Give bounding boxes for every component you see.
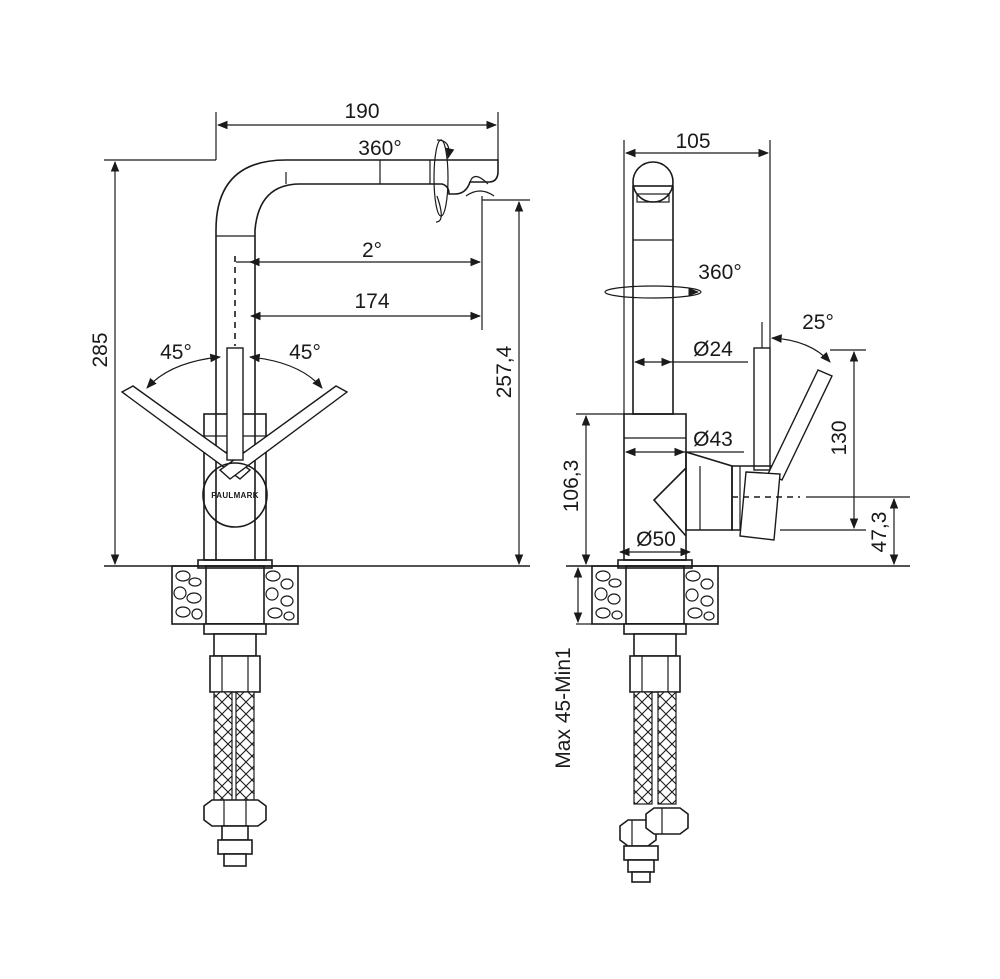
dim-body-height-label: 106,3	[560, 460, 583, 513]
front-countertop-section	[171, 565, 299, 625]
dim-body-diameter: Ø43	[624, 428, 744, 457]
dim-tube-diameter-label: Ø24	[693, 338, 733, 361]
dim-width-190: 190	[215, 100, 499, 160]
dim-depth-105-label: 105	[675, 130, 710, 153]
dim-spout-rotation-label: 360°	[358, 137, 401, 160]
front-handle-left	[120, 385, 252, 480]
front-spout	[215, 159, 499, 560]
dim-body-rotation-label: 360°	[698, 261, 741, 284]
dim-handle-right-45: 45°	[248, 341, 323, 389]
front-mount-nut	[203, 623, 267, 635]
dim-height-257: 257,4	[482, 199, 530, 566]
dim-countertop-thickness: Max 45-Min1	[552, 566, 592, 769]
side-lever	[753, 347, 771, 471]
dim-lever-length-label: 130	[828, 420, 851, 455]
dim-width-190-label: 190	[344, 100, 379, 123]
dim-countertop-thickness-label: Max 45-Min1	[552, 647, 575, 768]
dim-handle-right-45-label: 45°	[289, 341, 321, 364]
dim-lever-axis-height-label: 47,3	[868, 512, 891, 553]
side-mount-nut	[623, 623, 687, 635]
front-handle-right	[218, 385, 349, 480]
dim-lever-axis-height: 47,3	[868, 497, 899, 566]
dim-lever-length: 130	[780, 349, 866, 531]
side-countertop-section	[591, 565, 719, 625]
dim-height-257-label: 257,4	[493, 345, 516, 398]
dim-handle-left-45-label: 45°	[160, 341, 192, 364]
dim-lever-angle-label: 25°	[802, 311, 834, 334]
dim-body-height: 106,3	[560, 413, 624, 566]
brand-logo-disc	[202, 462, 268, 528]
front-hoses	[203, 655, 267, 867]
dim-lever-angle: 25°	[761, 311, 834, 363]
dim-base-diameter: Ø50	[618, 528, 692, 557]
dim-body-diameter-label: Ø43	[693, 428, 733, 451]
dim-height-285: 285	[89, 159, 216, 566]
dim-reach-174: 174	[249, 290, 482, 321]
dim-base-diameter-label: Ø50	[636, 528, 676, 551]
dim-reach-174-label: 174	[354, 290, 389, 313]
front-base	[197, 559, 273, 569]
dim-tube-diameter: Ø24	[633, 338, 748, 367]
front-handle-center	[226, 347, 244, 461]
side-spout-tube	[632, 161, 674, 415]
brand-logo-text: PAULMARK	[211, 491, 259, 500]
dim-angle-2-label: 2°	[362, 239, 382, 262]
dim-height-285-label: 285	[89, 332, 112, 367]
dim-handle-left-45: 45°	[146, 341, 222, 389]
side-lever-rotated	[739, 369, 833, 541]
dim-depth-105: 105	[623, 130, 771, 414]
dim-spout-rotation: 360°	[358, 137, 455, 223]
front-view: PAULMARK	[89, 100, 530, 867]
side-base	[617, 559, 693, 569]
side-hoses	[619, 655, 689, 883]
dim-body-rotation: 360°	[604, 261, 742, 299]
dim-angle-2: 2°	[236, 239, 482, 267]
side-view: 105 360° Ø24 Ø43 Ø50 106,3	[552, 130, 910, 883]
